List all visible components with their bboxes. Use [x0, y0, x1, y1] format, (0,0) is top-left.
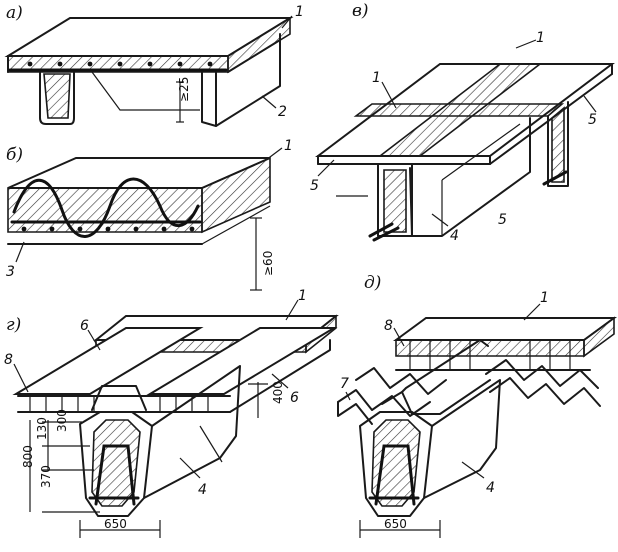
- panel-d-label: д): [364, 273, 381, 293]
- panel-v-label: в): [352, 1, 369, 21]
- panel-d: 650 1 8 7 4 д): [337, 273, 618, 538]
- panel-v-callout-5-left: 5: [310, 178, 319, 194]
- rebar-dots-b: [21, 226, 195, 232]
- panel-d-dim-650: 650: [384, 517, 407, 531]
- panel-v-callout-5-right: 5: [588, 112, 597, 128]
- panel-a-label: а): [6, 3, 23, 23]
- panel-b-label: б): [6, 145, 23, 165]
- panel-b-dimension: ≥60: [261, 251, 275, 276]
- panel-g-callout-1: 1: [298, 288, 307, 304]
- panel-a: ≥25 1 2 а): [4, 3, 304, 127]
- panel-b-callout-3: 3: [6, 264, 15, 280]
- panel-g-dim-300: 300: [55, 409, 69, 432]
- panel-v-callout-5-bottom: 5: [498, 212, 507, 228]
- rebar-dots-a: [27, 61, 213, 67]
- panel-a-callout-1: 1: [295, 4, 304, 20]
- panel-d-callout-1: 1: [540, 290, 549, 306]
- panel-g-label: г): [6, 315, 21, 335]
- panel-d-callout-8: 8: [384, 318, 393, 334]
- panel-a-callout-2: 2: [278, 104, 287, 120]
- panel-v-callout-1-left: 1: [372, 70, 381, 86]
- panel-b: ≥60 1 3 б): [6, 138, 293, 291]
- panel-g-dim-800: 800: [21, 445, 35, 468]
- panel-g-dim-130: 130: [35, 417, 49, 440]
- panel-g-callout-6-left: 6: [80, 318, 89, 334]
- panel-a-dimension: ≥25: [177, 77, 191, 102]
- panel-g-dim-400: 400: [271, 381, 285, 404]
- panel-g-dim-370: 370: [39, 465, 53, 488]
- panel-d-callout-4: 4: [486, 480, 495, 496]
- panel-g-callout-4: 4: [198, 482, 207, 498]
- panel-v-callout-4: 4: [450, 228, 459, 244]
- panel-g-callout-6-right: 6: [290, 390, 299, 406]
- panel-v-callout-1-top: 1: [536, 30, 545, 46]
- panel-d-callout-7: 7: [340, 376, 349, 392]
- panel-g: 130 300 800 370 650 400 1 6 6 8 4 г): [4, 288, 339, 538]
- panel-g-callout-8: 8: [4, 352, 13, 368]
- panel-v: 1 1 5 5 5 4 в): [310, 1, 615, 244]
- panel-b-callout-1: 1: [284, 138, 293, 154]
- panel-g-dim-650: 650: [104, 517, 127, 531]
